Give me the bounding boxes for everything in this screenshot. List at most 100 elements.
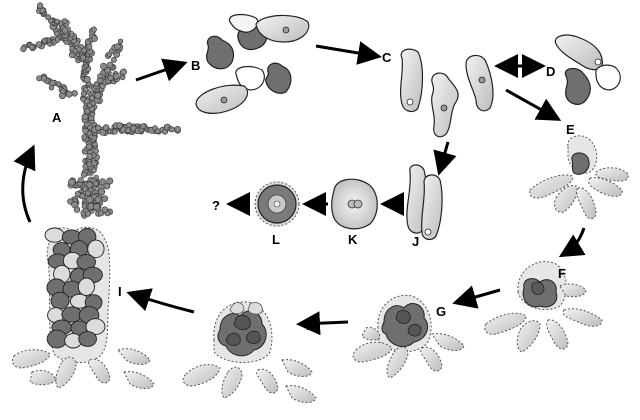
label-l: L — [272, 232, 280, 247]
column-dark-cell — [46, 329, 68, 349]
column-light-cell — [85, 318, 106, 335]
spore-dot — [73, 206, 81, 213]
spore-dot — [91, 160, 98, 167]
spore-dot — [116, 122, 123, 129]
arrow-i-to-a — [13, 144, 36, 223]
spore-dot — [106, 61, 114, 69]
spore-dot — [85, 210, 92, 217]
stage-a-fruiting-body — [20, 2, 181, 219]
spore-dot — [61, 27, 69, 34]
arrow-b-to-c — [315, 41, 382, 65]
label-i: I — [118, 284, 122, 299]
arrow-g-to-h — [296, 311, 349, 336]
spore-dot — [84, 98, 90, 105]
label-c: C — [382, 50, 392, 65]
spore-dot — [65, 90, 73, 98]
stage-d-cells — [554, 34, 621, 105]
spore-dot — [93, 203, 101, 211]
spore-dot — [45, 14, 52, 21]
spore-dot — [85, 190, 91, 196]
stage-e-mound — [529, 135, 629, 220]
label-b: B — [191, 58, 200, 73]
spore-dot — [117, 38, 124, 44]
spore-dot — [87, 56, 94, 63]
label-f: F — [558, 266, 566, 281]
spore-dot — [36, 2, 44, 9]
column-dark-cell — [61, 306, 83, 323]
spore-dot — [86, 153, 93, 160]
column-light-cell — [87, 239, 105, 259]
spore-dot — [94, 196, 102, 203]
spore-dot — [76, 46, 82, 53]
fruiting-body-spores — [20, 2, 181, 219]
label-j: J — [412, 234, 419, 249]
arrow-c-to-j — [433, 141, 457, 176]
spore-dot — [101, 206, 109, 213]
column-cells — [44, 227, 106, 349]
spore-dot — [89, 95, 95, 102]
spore-dot — [114, 43, 121, 50]
spore-dot — [41, 37, 48, 44]
spore-dot — [77, 177, 84, 184]
spore-dot — [71, 90, 78, 97]
arrow-f-to-g — [452, 285, 501, 309]
stage-l-cyst — [254, 181, 300, 227]
spore-dot — [74, 191, 81, 198]
spore-dot — [111, 57, 117, 63]
spore-dot — [169, 126, 175, 133]
spore-dot — [80, 54, 87, 61]
spore-dot — [125, 127, 132, 134]
spore-dot — [82, 86, 89, 93]
label-g: G — [436, 304, 446, 319]
spore-dot — [112, 72, 120, 80]
label-d: D — [546, 64, 555, 79]
label-unknown: ? — [212, 198, 220, 213]
spore-dot — [93, 148, 99, 154]
spore-dot — [85, 143, 93, 150]
spore-dot — [95, 124, 102, 131]
spore-dot — [94, 92, 102, 100]
arrow-h-to-i — [126, 288, 195, 314]
spore-dot — [81, 134, 88, 140]
spore-dot — [107, 74, 114, 82]
spore-dot — [20, 45, 27, 53]
spore-dot — [174, 126, 181, 133]
spore-dot — [68, 178, 76, 186]
stage-k-cell — [331, 178, 378, 230]
spore-dot — [97, 73, 103, 79]
stage-g-mound — [352, 294, 465, 379]
column-dark-cell — [78, 331, 97, 347]
spore-dot — [49, 79, 56, 87]
spore-dot — [86, 130, 93, 137]
spore-dot — [111, 128, 118, 135]
spore-dot — [139, 123, 146, 130]
spore-dot — [97, 188, 106, 196]
stage-c-aggregating-cells — [399, 48, 494, 138]
stage-j-cells — [406, 164, 443, 241]
spore-dot — [28, 44, 35, 50]
label-a: A — [52, 110, 62, 125]
arrow-e-to-f — [558, 227, 586, 258]
spore-dot — [120, 68, 127, 76]
stage-f-mound — [484, 261, 603, 353]
spore-dot — [91, 35, 98, 42]
spore-dot — [61, 18, 68, 24]
spore-dot — [80, 171, 88, 178]
label-h: H — [306, 318, 315, 333]
column-light-cell — [44, 227, 65, 243]
spore-dot — [83, 75, 91, 83]
spore-dot — [86, 181, 93, 189]
spore-dot — [99, 178, 107, 186]
spore-dot — [86, 195, 94, 204]
spore-dot — [36, 75, 43, 82]
column-light-cell — [77, 277, 95, 296]
stage-i-column — [11, 226, 155, 389]
cycle-arrows — [13, 41, 586, 336]
arrow-c-to-e — [505, 88, 562, 121]
column-dark-cell — [50, 291, 70, 310]
spore-dot — [101, 195, 109, 202]
spore-dot — [35, 41, 42, 48]
spore-dot — [39, 7, 46, 14]
spore-dot — [54, 18, 60, 25]
